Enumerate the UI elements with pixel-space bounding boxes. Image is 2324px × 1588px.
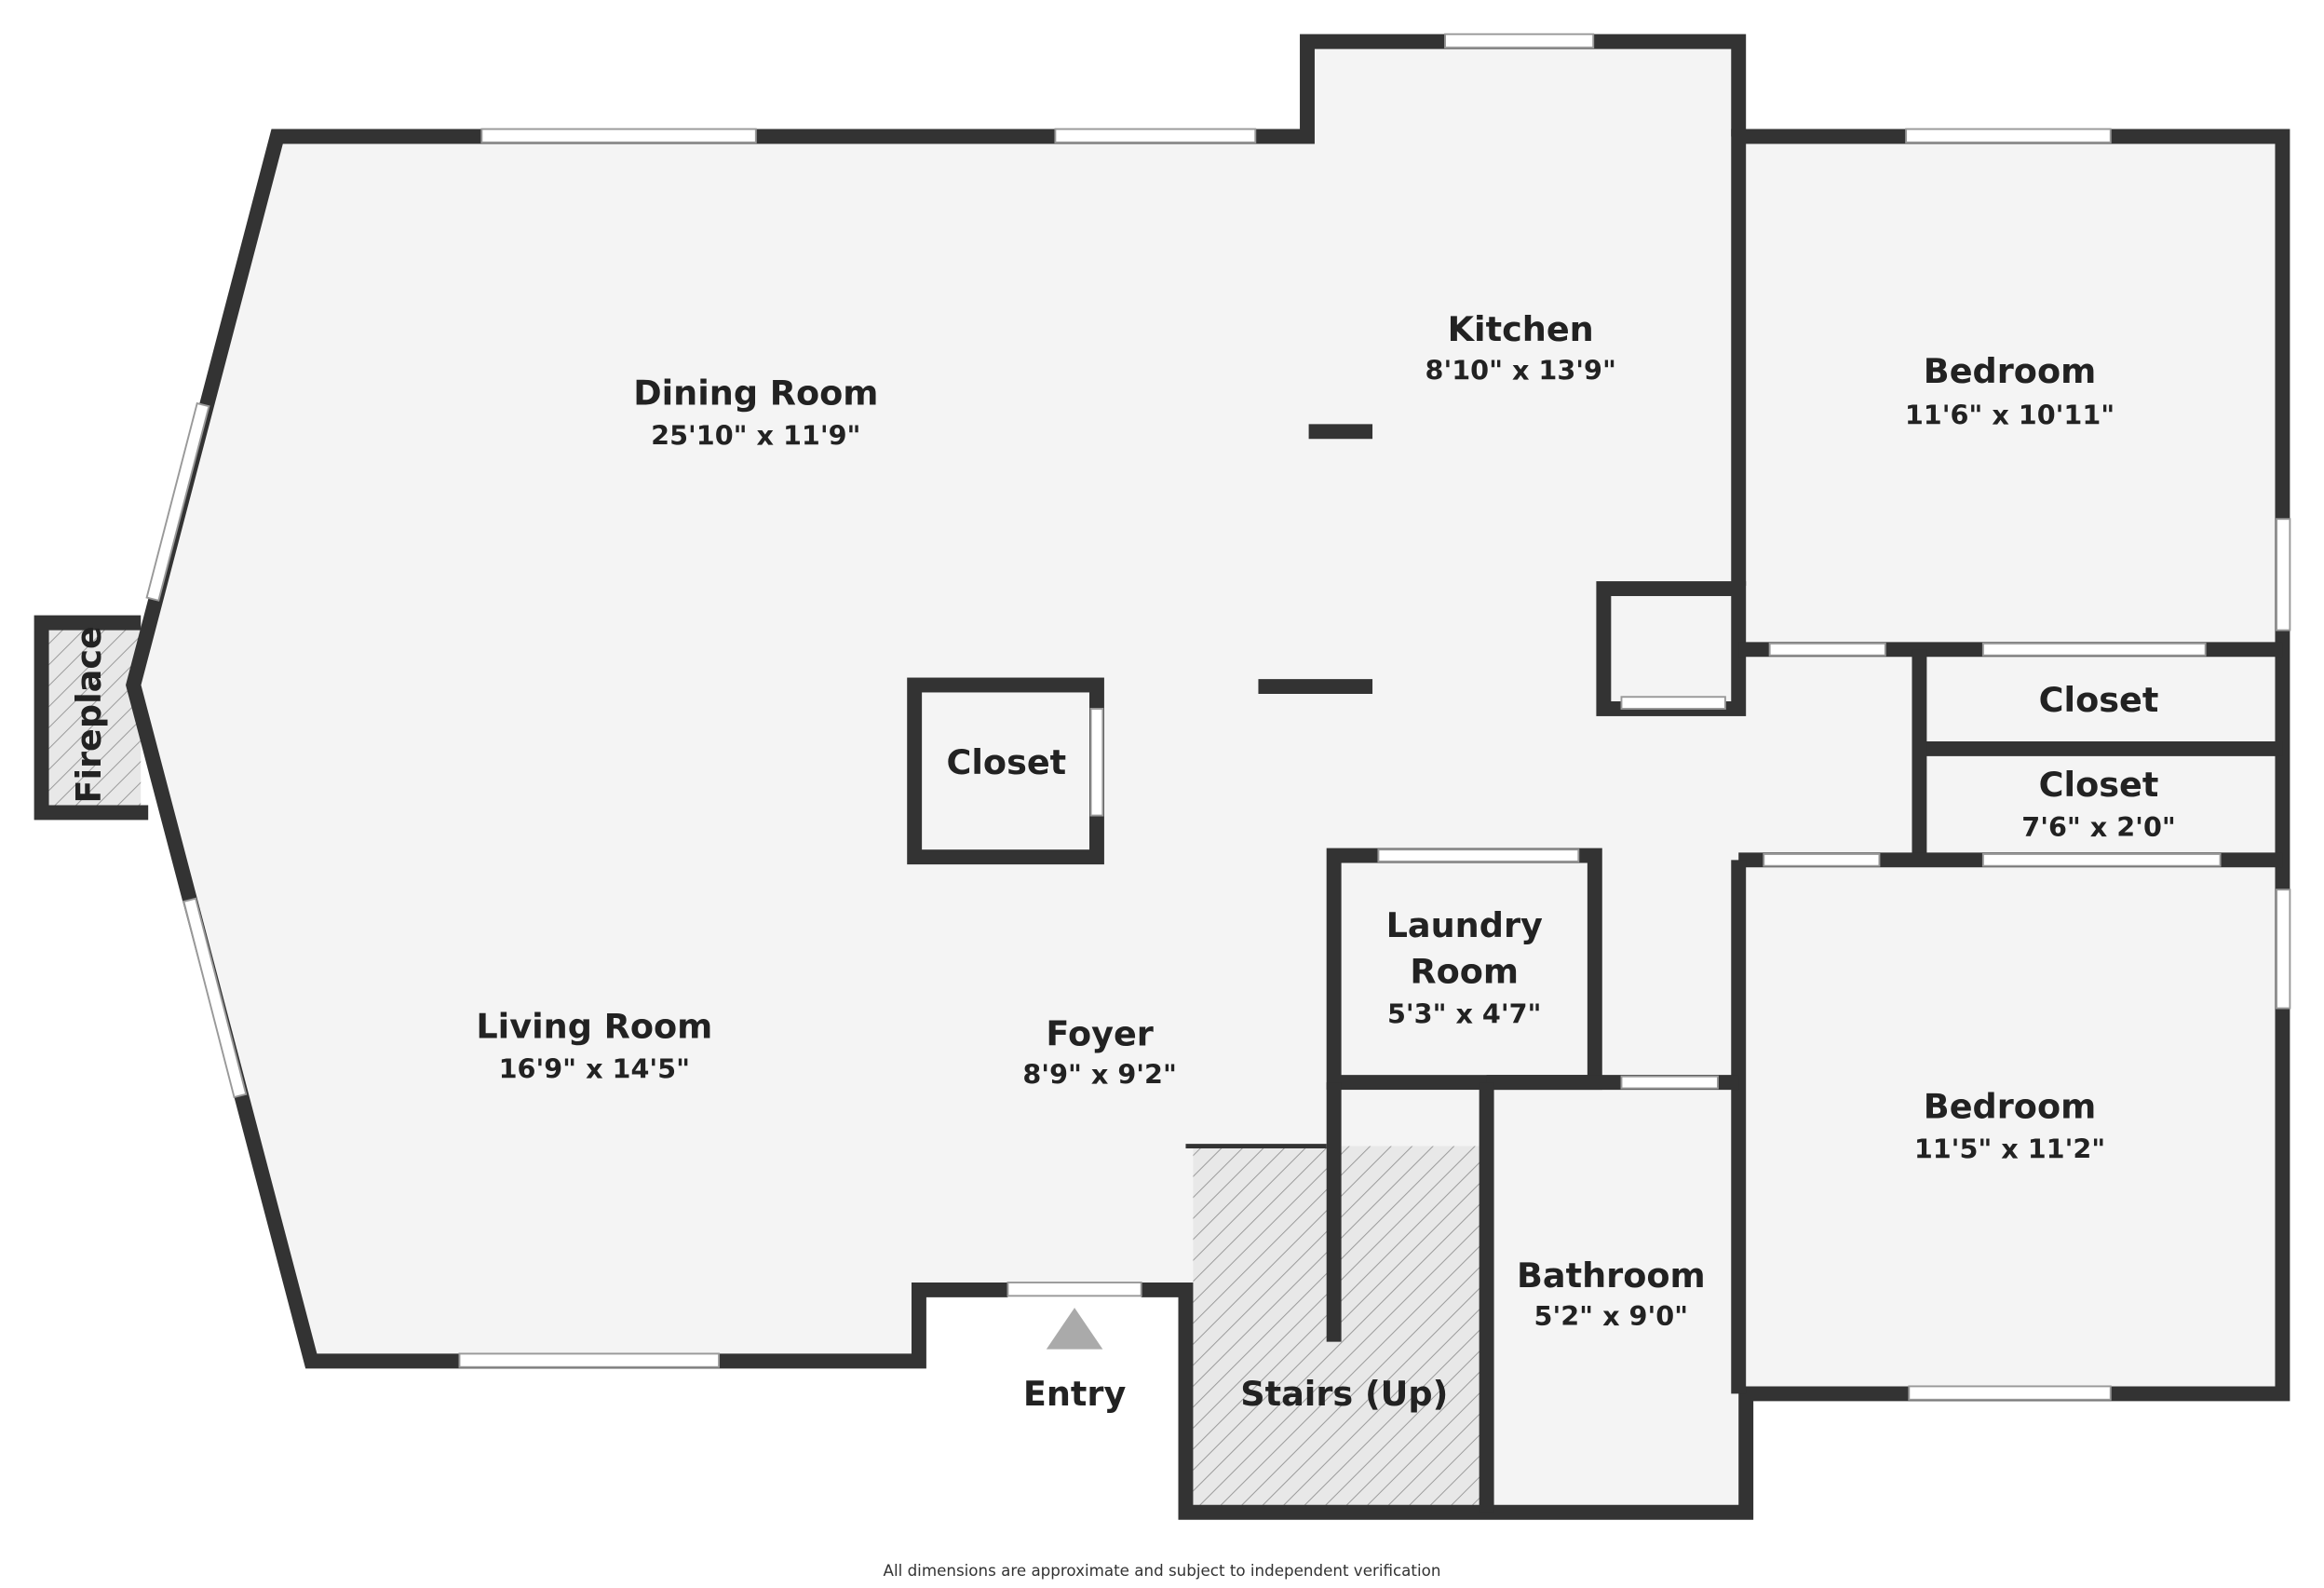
entry-arrow-icon (1046, 1308, 1103, 1350)
room-name-fireplace: Fireplace (69, 626, 109, 803)
room-name-kitchen: Kitchen (1448, 309, 1594, 349)
room-name-bedroom-1: Bedroom (1924, 351, 2096, 391)
fireplace-hatch (48, 622, 142, 808)
room-dims-laundry: 5'3" x 4'7" (1387, 998, 1542, 1029)
room-name-bedroom-2: Bedroom (1924, 1086, 2096, 1126)
room-name-closet-center: Closet (947, 742, 1067, 782)
room-dims-kitchen: 8'10" x 13'9" (1425, 355, 1616, 387)
room-name-closet-1: Closet (2039, 680, 2159, 720)
room-dims-living: 16'9" x 14'5" (499, 1052, 690, 1084)
disclaimer-note: All dimensions are approximate and subje… (884, 1561, 1441, 1580)
room-name-closet-2: Closet (2039, 765, 2159, 805)
room-dims-foyer: 8'9" x 9'2" (1022, 1059, 1177, 1091)
room-dims-closet-2: 7'6" x 2'0" (2021, 811, 2176, 843)
room-dims-bathroom: 5'2" x 9'0" (1534, 1300, 1689, 1332)
room-dims-bedroom-1: 11'6" x 10'11" (1905, 399, 2115, 430)
room-name-living: Living Room (476, 1006, 712, 1046)
room-name-stairs: Stairs (Up) (1240, 1374, 1448, 1414)
room-name-laundry-2: Room (1410, 951, 1519, 991)
entry-label: Entry (1023, 1374, 1127, 1414)
room-name-laundry-1: Laundry (1386, 905, 1543, 945)
room-name-bathroom: Bathroom (1517, 1255, 1706, 1296)
room-name-foyer: Foyer (1046, 1013, 1153, 1053)
room-dims-dining: 25'10" x 11'9" (651, 420, 860, 452)
room-dims-bedroom-2: 11'5" x 11'2" (1914, 1133, 2105, 1164)
windows (145, 33, 2291, 1401)
room-name-dining: Dining Room (633, 373, 878, 414)
